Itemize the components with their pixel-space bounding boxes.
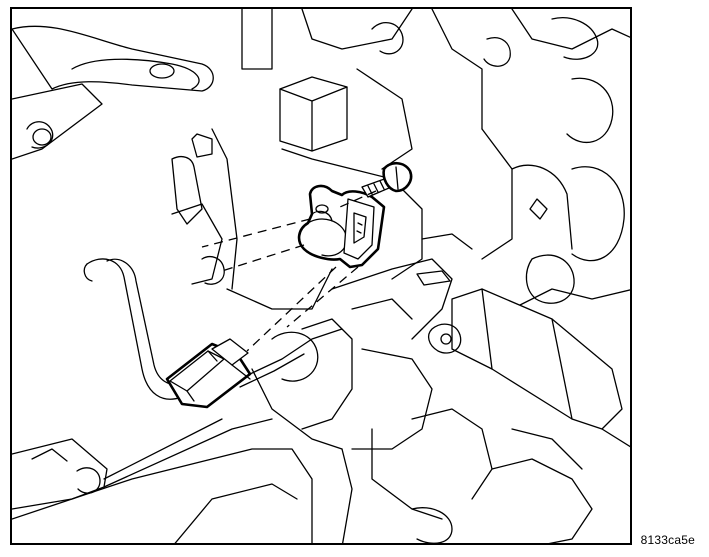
alignment-lines [201,190,377,352]
diagram-frame [10,7,632,545]
figure-code-label: 8133ca5e [638,533,697,547]
bolt-icon [361,161,413,198]
engine-line-drawing [12,9,630,543]
harness-connector-icon [165,328,343,409]
sensor-icon [297,184,386,269]
engine-background [12,9,630,543]
